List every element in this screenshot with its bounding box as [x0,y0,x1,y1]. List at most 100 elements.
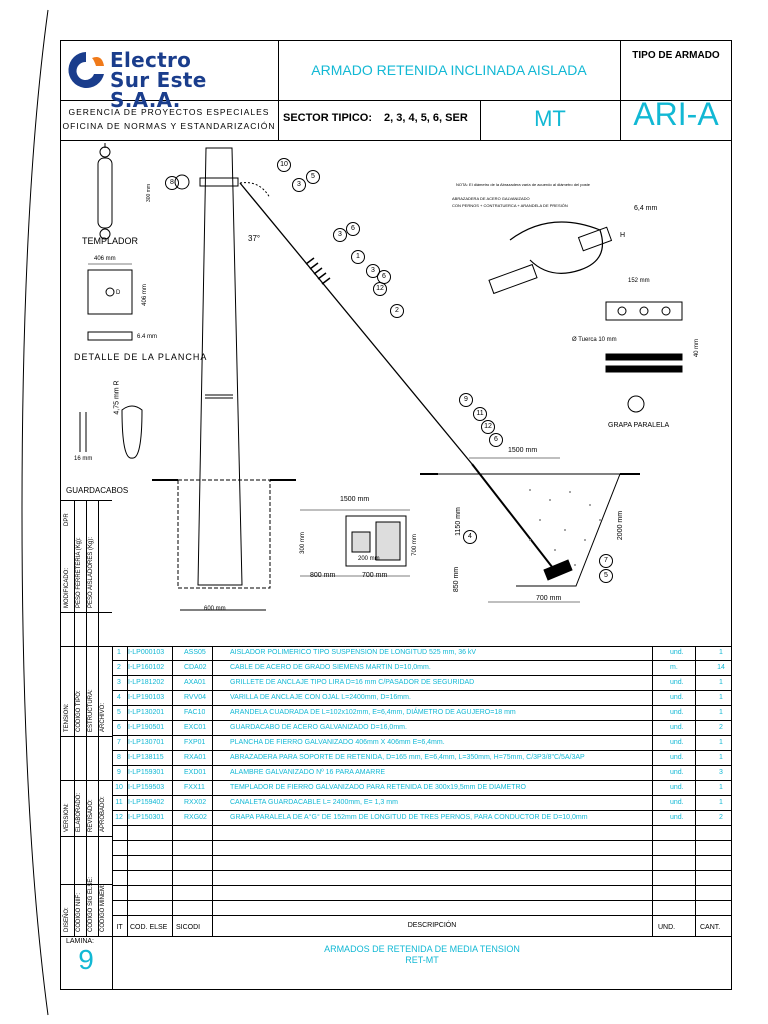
armado-code: ARI-A [633,96,719,132]
cell-desc: TEMPLADOR DE FIERRO GALVANIZADO PARA RET… [230,784,527,791]
dim-300: 300 mm [146,183,153,203]
table-row-empty [112,826,732,841]
cell-cant: 1 [719,709,723,716]
cell-und: und. [670,754,684,761]
dim-D: D [116,290,121,296]
dim-6-4: 6,4 mm [634,205,658,212]
cell-sicodi: FXP01 [184,739,206,746]
cell-sicodi: RXX02 [184,799,207,806]
technical-drawing [79,143,683,611]
header-sicodi: SICODI [176,924,201,931]
tuerca-label: Ø Tuerca 10 mm [572,337,617,343]
cell-und: und. [670,709,684,716]
dim-700-section: 700 mm [536,595,562,602]
header-desc: DESCRIPCIÓN [407,922,457,929]
cell-und: und. [670,739,684,746]
company-logo: Electro Sur Este S.A.A. [66,48,276,110]
footer-code: RET-MT [405,955,439,965]
callout-6a: 6 [346,222,360,236]
side-tension: TENSION: [64,703,70,732]
dim-152: 152 mm [628,278,650,284]
cell-und: und. [670,679,684,686]
side-aprobado: APROBADO: [100,796,106,832]
callout-5a: 5 [306,170,320,184]
cell-sicodi: RVV04 [184,694,207,701]
cell-und: und. [670,814,684,821]
cell-desc: ALAMBRE GALVANIZADO Nº 16 PARA AMARRE [230,769,386,776]
callout-1: 1 [351,250,365,264]
table-row-empty [112,856,732,871]
dim-1500-section: 1500 mm [508,447,538,454]
guardacabos-label: GUARDACABOS [66,486,129,495]
cell-sicodi: FXX11 [184,784,205,791]
cell-desc: CABLE DE ACERO DE GRADO SIEMENS MARTIN D… [230,664,431,671]
dim-406-side: 406 mm [141,284,148,306]
cell-it: 8 [117,754,121,761]
table-row-empty [112,871,732,886]
cell-und: und. [670,784,684,791]
cell-cant: 2 [719,814,723,821]
cell-sicodi: EXD01 [184,769,207,776]
cell-cod: I-LP138115 [128,754,164,761]
cell-und: und. [670,694,684,701]
dim-200: 200 mm [358,556,380,562]
cell-desc: ABRAZADERA PARA SOPORTE DE RETENIDA, D=1… [230,754,585,761]
binding-curve [21,9,49,1016]
dim-2000: 2000 mm [617,510,625,541]
cell-it: 2 [117,664,121,671]
side-peso-ferreteria: PESO FERRETERIA (Kg): [76,537,82,608]
dim-700-plan: 700 mm [411,534,418,556]
cell-sicodi: AXA01 [184,679,206,686]
callout-8: 8 [165,176,179,190]
company-name-line2: Sur Este S.A.A. [110,68,207,112]
side-diseno: DISEÑO: [64,907,70,932]
side-peso-aisladores: PESO AISLADORES (Kg): [88,536,94,608]
dim-16: 16 mm [74,456,93,462]
cell-sicodi: CDA02 [184,664,207,671]
cell-it: 7 [117,739,121,746]
cell-it: 3 [117,679,121,686]
department-line1: GERENCIA DE PROYECTOS ESPECIALES [68,107,270,117]
drawing-title: ARMADO RETENIDA INCLINADA AISLADA [311,62,587,78]
cell-desc: GRAPA PARALELA DE A°G° DE 152mm DE LONGI… [230,814,588,821]
side-dpr: DPR [64,513,70,526]
cell-und: und. [670,724,684,731]
grapa-label: GRAPA PARALELA [608,422,670,429]
tipo-armado-label: TIPO DE ARMADO [632,50,720,61]
voltage-code: MT [534,106,566,131]
table-row-empty [112,886,732,901]
dim-6-4b: 6.4 mm [137,334,158,340]
side-codigo-niif: CODIGO NIIF: [76,893,82,932]
cell-cod: I-LP150301 [128,814,165,821]
cell-cant: 1 [719,694,723,701]
cell-cod: I-LP190103 [128,694,165,701]
table-row-empty [112,901,732,916]
cell-it: 10 [115,784,123,791]
side-codigo-sig: CODIGO SIG ELSE: [88,876,94,932]
callout-9: 9 [459,393,473,407]
dim-4-75: 4,75 mm R [113,380,121,415]
cell-desc: GRILLETE DE ANCLAJE TIPO LIRA D=16 mm C/… [230,679,475,686]
side-version: VERSION: [64,803,70,832]
cell-sicodi: EXC01 [184,724,207,731]
header-und: UND. [658,924,676,931]
callout-3a: 3 [292,178,306,192]
cell-cant: 1 [719,649,723,656]
side-codigo-tipo: CODIGO TIPO: [76,690,82,732]
header-cant: CANT. [700,924,721,931]
side-codigo-minem: CODIGO MINEM: [100,884,106,932]
cell-sicodi: FAC10 [184,709,206,716]
header-it: IT [116,924,123,931]
cell-cant: 2 [719,724,723,731]
cell-cod: I-LP159301 [128,769,165,776]
cell-sicodi: ASS05 [184,649,206,656]
footer-title: ARMADOS DE RETENIDA DE MEDIA TENSION [324,944,520,954]
logo-icon [68,52,104,88]
